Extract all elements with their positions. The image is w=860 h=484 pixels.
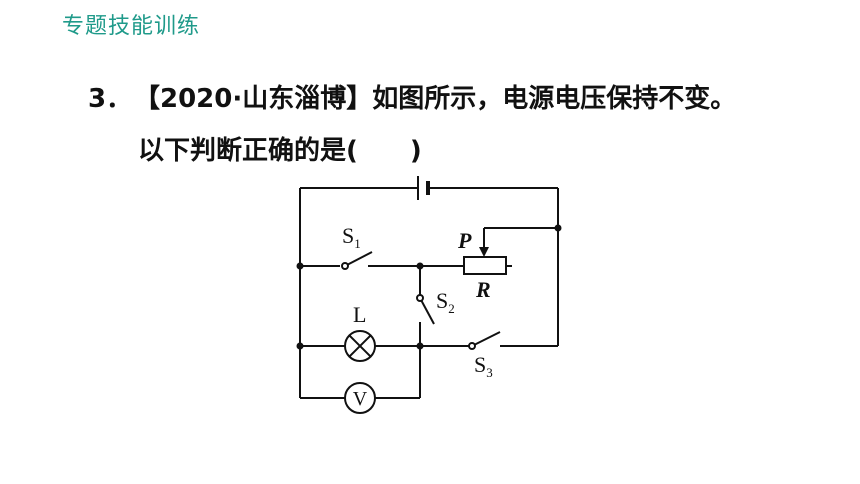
answer-paren-close: ) <box>409 136 422 166</box>
voltmeter-icon <box>344 382 376 414</box>
label-s3: S3 <box>474 352 493 380</box>
junction-dot <box>296 342 304 350</box>
junction-dot <box>416 262 424 270</box>
question-source: 【2020·山东淄博】 <box>134 84 373 114</box>
lamp-icon <box>344 330 376 362</box>
question-text-line2: 以下判断正确的是 <box>138 136 347 166</box>
slider-arrow-icon <box>479 247 489 257</box>
question-line-1: 3．【2020·山东淄博】如图所示，电源电压保持不变。 <box>88 78 736 115</box>
label-r: R <box>475 277 491 302</box>
label-voltmeter: V <box>353 388 368 410</box>
page-header-title: 专题技能训练 <box>62 14 201 39</box>
junction-dot <box>554 224 562 232</box>
battery-icon <box>417 176 430 200</box>
label-s1: S1 <box>342 223 361 251</box>
label-p: P <box>457 228 472 253</box>
question-number: 3． <box>88 84 133 114</box>
junction-dots <box>296 224 562 350</box>
switch-s2-icon <box>416 294 435 325</box>
answer-paren-open: ( <box>346 136 358 166</box>
label-s2: S2 <box>436 288 455 316</box>
label-lamp: L <box>353 302 366 327</box>
question-line-2: 以下判断正确的是() <box>138 130 422 167</box>
question-text-line1: 如图所示，电源电压保持不变。 <box>372 84 737 114</box>
switch-s1-icon <box>341 251 373 270</box>
junction-dot <box>416 342 424 350</box>
junction-dot <box>296 262 304 270</box>
switch-s3-icon <box>468 331 501 350</box>
rheostat-icon <box>463 256 507 275</box>
